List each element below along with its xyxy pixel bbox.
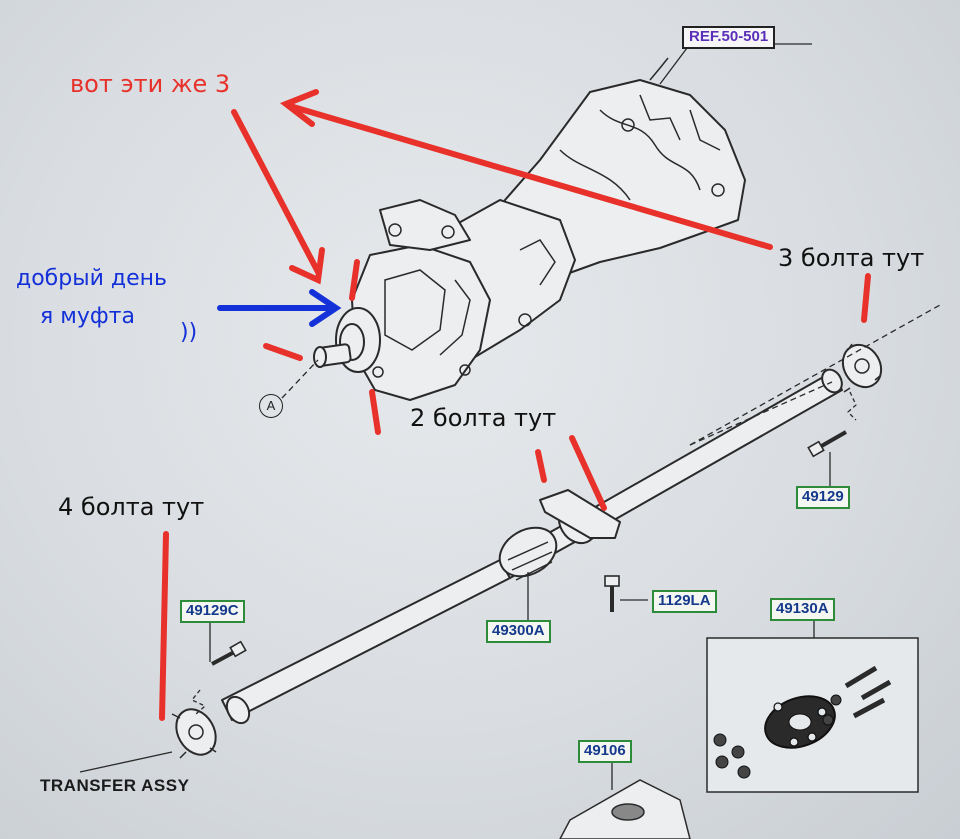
rear-coupling-disc [841, 343, 883, 389]
ref-label: REF.50-501 [682, 26, 776, 49]
front-yoke [175, 708, 217, 756]
annotation-two-bolts: 2 болта тут [410, 404, 557, 432]
red-tick-4 [861, 273, 871, 323]
red-tick-7 [159, 531, 169, 721]
red-tick-2 [263, 343, 303, 361]
shaft-detail-lines [171, 343, 881, 759]
part-49106-fragment [559, 779, 691, 839]
bolts [211, 430, 847, 666]
stub-end [313, 346, 327, 368]
propeller-shaft [175, 343, 883, 756]
red-tick-3 [369, 389, 381, 435]
part-49129c: 49129C [180, 600, 245, 623]
housing-detail-lines [372, 57, 725, 378]
cv-boot [498, 526, 558, 578]
red-arrowhead-long [279, 89, 319, 127]
inset-49130a [706, 637, 919, 793]
leader-lines [79, 43, 941, 790]
annotation-vot-eti: вот эти же 3 [70, 70, 231, 98]
center-bearing-bracket [539, 489, 621, 539]
annotation-four-bolts: 4 болта тут [58, 493, 205, 521]
red-tick-5 [535, 449, 547, 483]
annotation-three-bolts: 3 болта тут [778, 244, 925, 272]
red-tick-6 [569, 435, 607, 511]
rear-shaft-collar [821, 368, 843, 394]
annotation-smile: )) [180, 320, 198, 345]
part-49106: 49106 [578, 740, 632, 763]
bolt-1129la [604, 575, 620, 612]
part-49300a: 49300A [486, 620, 551, 643]
bolt-49129 [807, 430, 847, 458]
housing-top-flange [379, 199, 471, 251]
red-annotations [159, 89, 871, 721]
part-49129: 49129 [796, 486, 850, 509]
bolt-49129c [211, 640, 247, 666]
part-1129la: 1129LA [652, 590, 717, 613]
part-49130a: 49130A [770, 598, 835, 621]
annotation-dobry-den: добрый день [16, 266, 167, 291]
annotation-ya-mufta: я муфта [40, 304, 135, 329]
red-arrow-long [287, 103, 773, 250]
transfer-assy-label: TRANSFER ASSY [40, 776, 190, 795]
red-stroke-top-flange [231, 109, 321, 275]
blue-annotation [217, 289, 342, 327]
red-tick-1 [349, 259, 360, 301]
differential-housing [313, 79, 746, 401]
shaft-front-tube [221, 559, 511, 721]
red-arrowhead-flange [289, 247, 325, 285]
front-shaft-collar [225, 695, 251, 725]
circle-a-marker: A [259, 394, 283, 418]
